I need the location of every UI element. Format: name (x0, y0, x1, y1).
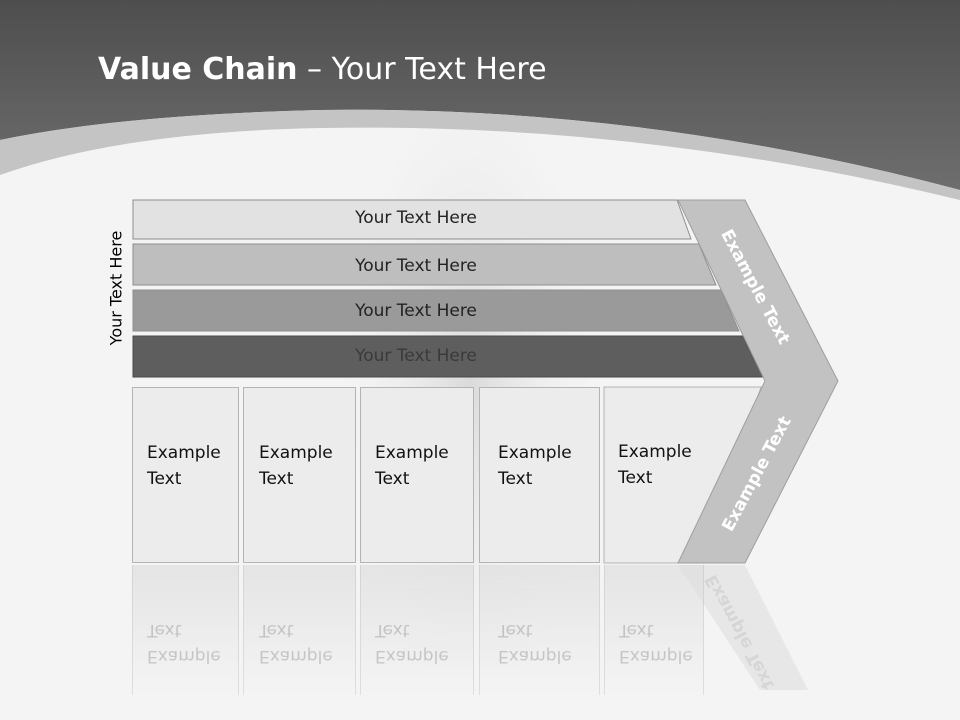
box-3-reflection-line2: Text (375, 620, 410, 640)
chevron-reflection (678, 565, 808, 690)
box-5-reflection-line1: Example (619, 646, 693, 666)
box-3-reflection: Example Text (360, 565, 474, 695)
box-2-reflection-line1: Example (259, 646, 333, 666)
chevron-shape (677, 199, 839, 564)
row-3-shape (132, 289, 740, 332)
box-1-line2: Text (147, 469, 182, 489)
row-1-shape (132, 199, 692, 240)
header-band (0, 0, 960, 190)
box-1-reflection-line1: Example (147, 646, 221, 666)
box-1-reflection-text: Example Text (147, 617, 221, 669)
title-bold: Value Chain (98, 52, 298, 87)
box-4-line1: Example (498, 443, 572, 463)
row-2-shape (132, 243, 717, 286)
box-2-line2: Text (259, 469, 294, 489)
side-label: Your Text Here (106, 230, 126, 346)
box-2-line1: Example (259, 443, 333, 463)
row-3-label: Your Text Here (355, 301, 477, 321)
box-1-line1: Example (147, 443, 221, 463)
title-rest: – Your Text Here (297, 52, 547, 87)
box-5-line1: Example (618, 442, 692, 462)
box-5-reflection-text: Example Text (619, 617, 693, 669)
box-5-reflection-line2: Text (619, 620, 654, 640)
box-1-reflection-line2: Text (147, 620, 182, 640)
box-3-line2: Text (375, 469, 410, 489)
box-2-reflection-line2: Text (259, 620, 294, 640)
box-1-reflection: Example Text (132, 565, 239, 695)
box-2-reflection: Example Text (243, 565, 356, 695)
box-2-reflection-text: Example Text (259, 617, 333, 669)
box-4-reflection-line1: Example (498, 646, 572, 666)
box-5-reflection: Example Text (604, 565, 704, 695)
header-curve-band (0, 109, 960, 200)
row-2-label: Your Text Here (355, 256, 477, 276)
box-4-reflection: Example Text (479, 565, 600, 695)
box-4-line2: Text (498, 469, 533, 489)
box-4-reflection-line2: Text (498, 620, 533, 640)
box-3-reflection-line1: Example (375, 646, 449, 666)
row-4-label: Your Text Here (355, 346, 477, 366)
row-1-label: Your Text Here (355, 208, 477, 228)
box-5-line2: Text (618, 468, 653, 488)
box-3-reflection-text: Example Text (375, 617, 449, 669)
box-3-line1: Example (375, 443, 449, 463)
box-4-reflection-text: Example Text (498, 617, 572, 669)
page-title: Value Chain – Your Text Here (98, 52, 547, 87)
